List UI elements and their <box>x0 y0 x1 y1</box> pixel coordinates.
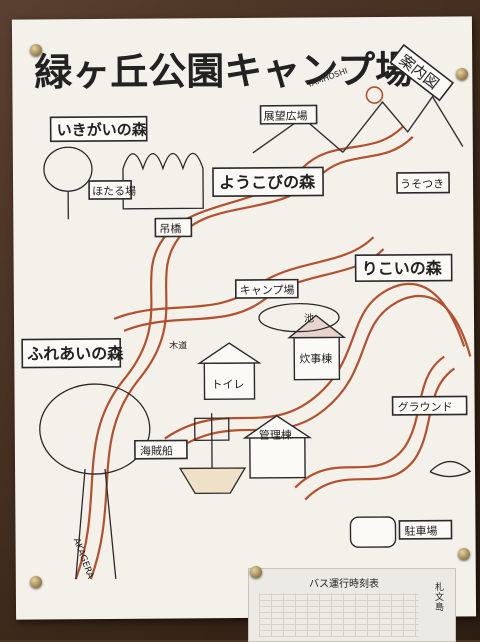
pushpin <box>456 68 468 80</box>
place-hotaruba: ほたる場 <box>92 185 136 198</box>
note-akagera: AKAGERA <box>71 537 96 581</box>
map-title: 緑ヶ丘公園キャンプ場 <box>34 48 413 95</box>
area-forest-rikoi: りこいの森 <box>362 259 443 279</box>
place-usotsuki: うそつき <box>400 178 444 191</box>
area-forest-youkoso: ようこびの森 <box>219 172 316 192</box>
place-toilet: トイレ <box>211 378 244 391</box>
place-tsurihashi: 吊橋 <box>159 221 181 235</box>
area-forest-ikigai: いきがいの森 <box>57 121 148 140</box>
place-ground: グラウンド <box>398 400 453 414</box>
place-suiji: 炊事棟 <box>299 351 332 365</box>
map-poster: 緑ヶ丘公園キャンプ場 案内図 いきがいの森 ようこびの森 りこいの森 ふれあいの… <box>12 16 476 619</box>
pushpin <box>30 44 42 56</box>
pushpin <box>30 576 42 588</box>
bus-timetable: バス運行時刻表 札文島 <box>248 568 456 642</box>
place-camp: キャンプ場 <box>240 284 295 297</box>
area-forest-fureai: ふれあいの森 <box>27 344 124 364</box>
pushpin <box>458 548 470 560</box>
place-kanri: 管理棟 <box>259 428 292 442</box>
pushpin <box>250 566 262 578</box>
pond <box>259 303 339 332</box>
map-drawing: 緑ヶ丘公園キャンプ場 案内図 いきがいの森 ようこびの森 りこいの森 ふれあいの… <box>12 16 476 619</box>
place-ike: 池 <box>304 312 314 325</box>
bus-company: 札文島 <box>435 583 447 613</box>
note-kinomi: 木道 <box>169 339 187 351</box>
place-kaizokusen: 海賊船 <box>140 443 173 457</box>
place-chushajo: 駐車場 <box>404 524 437 538</box>
place-tenbou: 展望広場 <box>264 110 308 123</box>
timetable-grid <box>259 593 419 637</box>
bus-timetable-title: バス運行時刻表 <box>309 575 379 590</box>
bird-drawing <box>430 461 470 476</box>
